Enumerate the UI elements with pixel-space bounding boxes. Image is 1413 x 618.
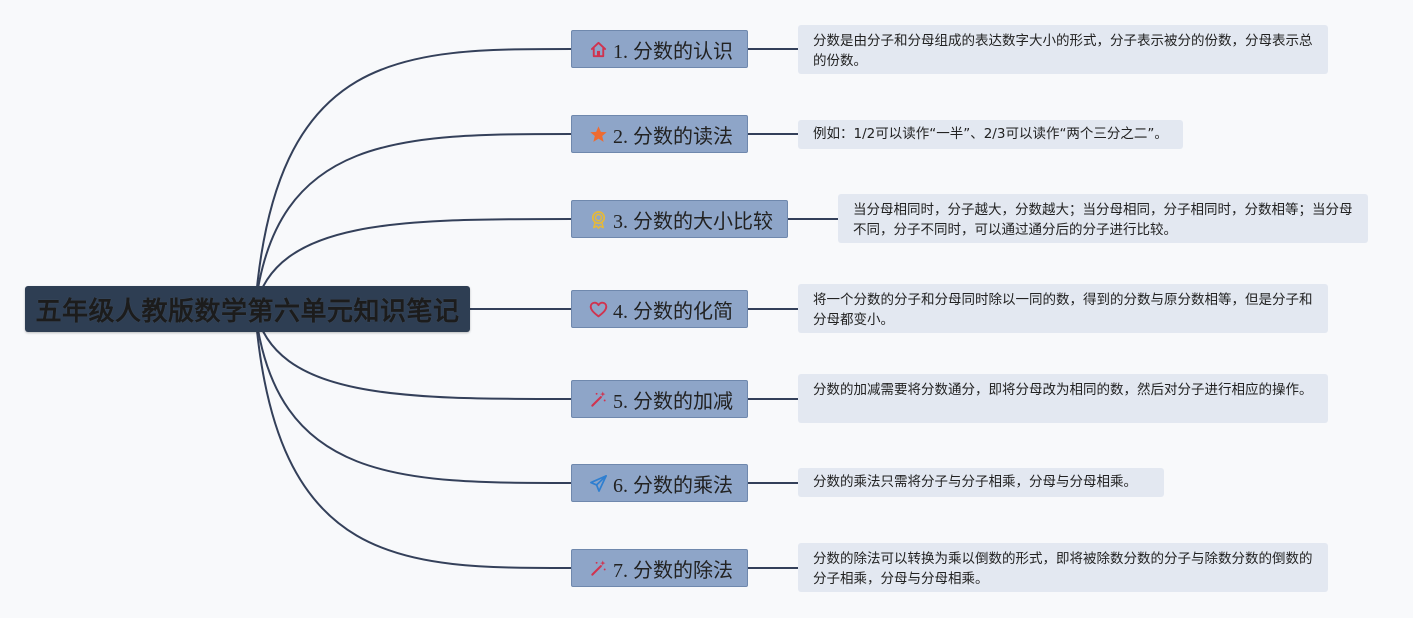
branch-label: 6. 分数的乘法: [613, 474, 733, 497]
connector-root-branch-2: [254, 133, 572, 310]
root-title: 五年级人教版数学第六单元知识笔记: [35, 296, 460, 327]
heart-icon: [588, 299, 608, 319]
branch-node-6[interactable]: 6. 分数的乘法: [571, 464, 748, 502]
branch-node-2[interactable]: 2. 分数的读法: [571, 115, 748, 153]
branch-label: 1. 分数的认识: [613, 40, 733, 63]
branch-label: 5. 分数的加减: [613, 390, 733, 413]
magic-wand-icon: [588, 558, 608, 578]
branch-label: 3. 分数的大小比较: [613, 210, 773, 233]
branch-label: 2. 分数的读法: [613, 125, 733, 148]
branch-node-4[interactable]: 4. 分数的化简: [571, 290, 748, 328]
note-1[interactable]: 分数是由分子和分母组成的表达数字大小的形式，分子表示被分的份数，分母表示总的份数…: [798, 25, 1328, 74]
magic-wand-icon: [588, 389, 608, 409]
branch-node-7[interactable]: 7. 分数的除法: [571, 549, 748, 587]
note-5[interactable]: 分数的加减需要将分数通分，即将分母改为相同的数，然后对分子进行相应的操作。: [798, 374, 1328, 423]
branch-label: 4. 分数的化简: [613, 300, 733, 323]
branch-node-1[interactable]: 1. 分数的认识: [571, 30, 748, 68]
branch-node-5[interactable]: 5. 分数的加减: [571, 380, 748, 418]
star-icon: [588, 124, 608, 144]
note-3[interactable]: 当分母相同时，分子越大，分数越大；当分母相同，分子相同时，分数相等；当分母不同，…: [838, 194, 1368, 243]
branch-node-3[interactable]: 3. 分数的大小比较: [571, 200, 788, 238]
root-node[interactable]: 五年级人教版数学第六单元知识笔记: [25, 286, 470, 332]
paper-plane-icon: [588, 473, 608, 493]
note-4[interactable]: 将一个分数的分子和分母同时除以一同的数，得到的分数与原分数相等，但是分子和分母都…: [798, 284, 1328, 333]
branch-label: 7. 分数的除法: [613, 559, 733, 582]
connector-root-branch-7: [254, 308, 572, 569]
note-7[interactable]: 分数的除法可以转换为乘以倒数的形式，即将被除数分数的分子与除数分数的倒数的分子相…: [798, 543, 1328, 592]
note-6[interactable]: 分数的乘法只需将分子与分子相乘，分母与分母相乘。: [798, 468, 1164, 497]
connector-root-branch-5: [254, 308, 572, 400]
connector-root-branch-3: [254, 218, 572, 310]
connector-root-branch-6: [254, 308, 572, 484]
award-icon: [588, 209, 608, 229]
home-icon: [588, 39, 608, 59]
note-2[interactable]: 例如：1/2可以读作“一半”、2/3可以读作“两个三分之二”。: [798, 120, 1183, 149]
connector-root-branch-1: [254, 48, 572, 310]
